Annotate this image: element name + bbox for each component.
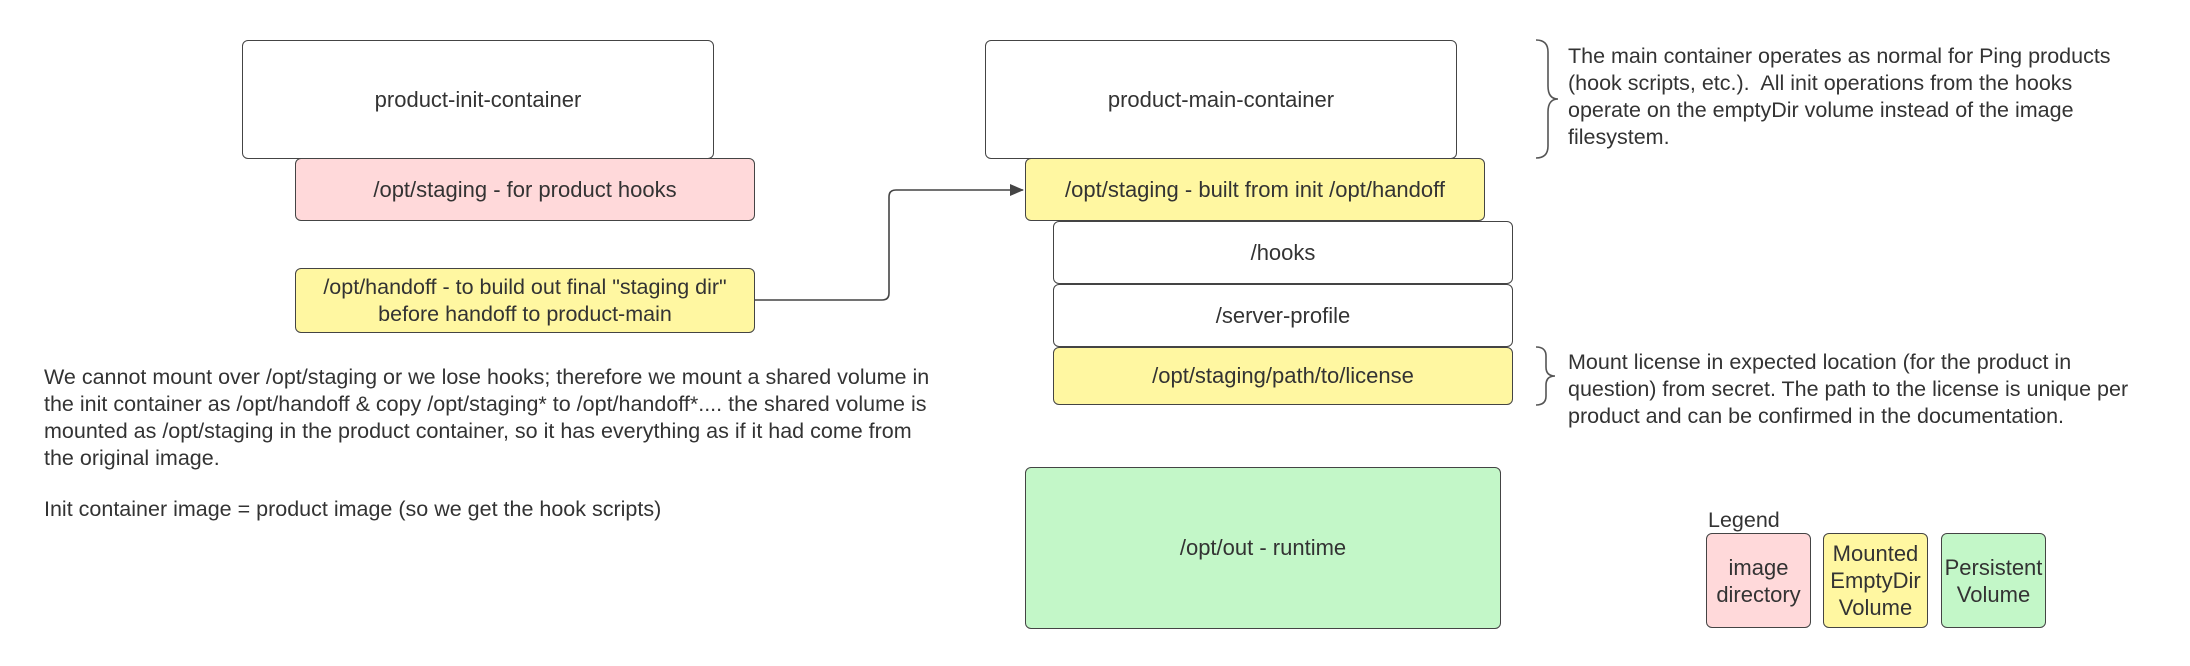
main-staging-box: /opt/staging - built from init /opt/hand… <box>1025 158 1485 221</box>
handoff-box: /opt/handoff - to build out final "stagi… <box>295 268 755 333</box>
hooks-box: /hooks <box>1053 221 1513 284</box>
legend-image-directory-label: image directory <box>1716 554 1801 607</box>
license-note: Mount license in expected location (for … <box>1568 350 2129 428</box>
license-box: /opt/staging/path/to/license <box>1053 347 1513 405</box>
runtime-box: /opt/out - runtime <box>1025 467 1501 629</box>
legend-image-directory: image directory <box>1706 533 1811 628</box>
main-container-brace <box>1535 39 1559 159</box>
handoff-label: /opt/handoff - to build out final "stagi… <box>323 274 727 326</box>
license-brace <box>1535 346 1556 406</box>
hooks-label: /hooks <box>1250 239 1316 265</box>
legend-persistent-volume-label: Persistent Volume <box>1944 554 2043 607</box>
license-label: /opt/staging/path/to/license <box>1152 363 1414 389</box>
init-staging-label: /opt/staging - for product hooks <box>373 176 677 202</box>
handoff-to-staging-arrow <box>755 184 1024 301</box>
server-profile-box: /server-profile <box>1053 284 1513 347</box>
main-container-box: product-main-container <box>985 40 1457 159</box>
main-staging-label: /opt/staging - built from init /opt/hand… <box>1065 176 1445 202</box>
mount-explanation-note: We cannot mount over /opt/staging or we … <box>44 365 930 470</box>
main-container-label: product-main-container <box>1107 86 1335 112</box>
init-container-box: product-init-container <box>242 40 714 159</box>
runtime-label: /opt/out - runtime <box>1179 535 1347 561</box>
legend-title: Legend <box>1708 508 1780 532</box>
server-profile-label: /server-profile <box>1215 302 1351 328</box>
legend-emptydir-volume: Mounted EmptyDir Volume <box>1823 533 1928 628</box>
legend-persistent-volume: Persistent Volume <box>1941 533 2046 628</box>
init-image-note: Init container image = product image (so… <box>44 497 662 521</box>
init-container-label: product-init-container <box>374 86 582 112</box>
main-container-note: The main container operates as normal fo… <box>1568 44 2111 149</box>
init-staging-box: /opt/staging - for product hooks <box>295 158 755 221</box>
legend-emptydir-volume-label: Mounted EmptyDir Volume <box>1830 541 1921 620</box>
